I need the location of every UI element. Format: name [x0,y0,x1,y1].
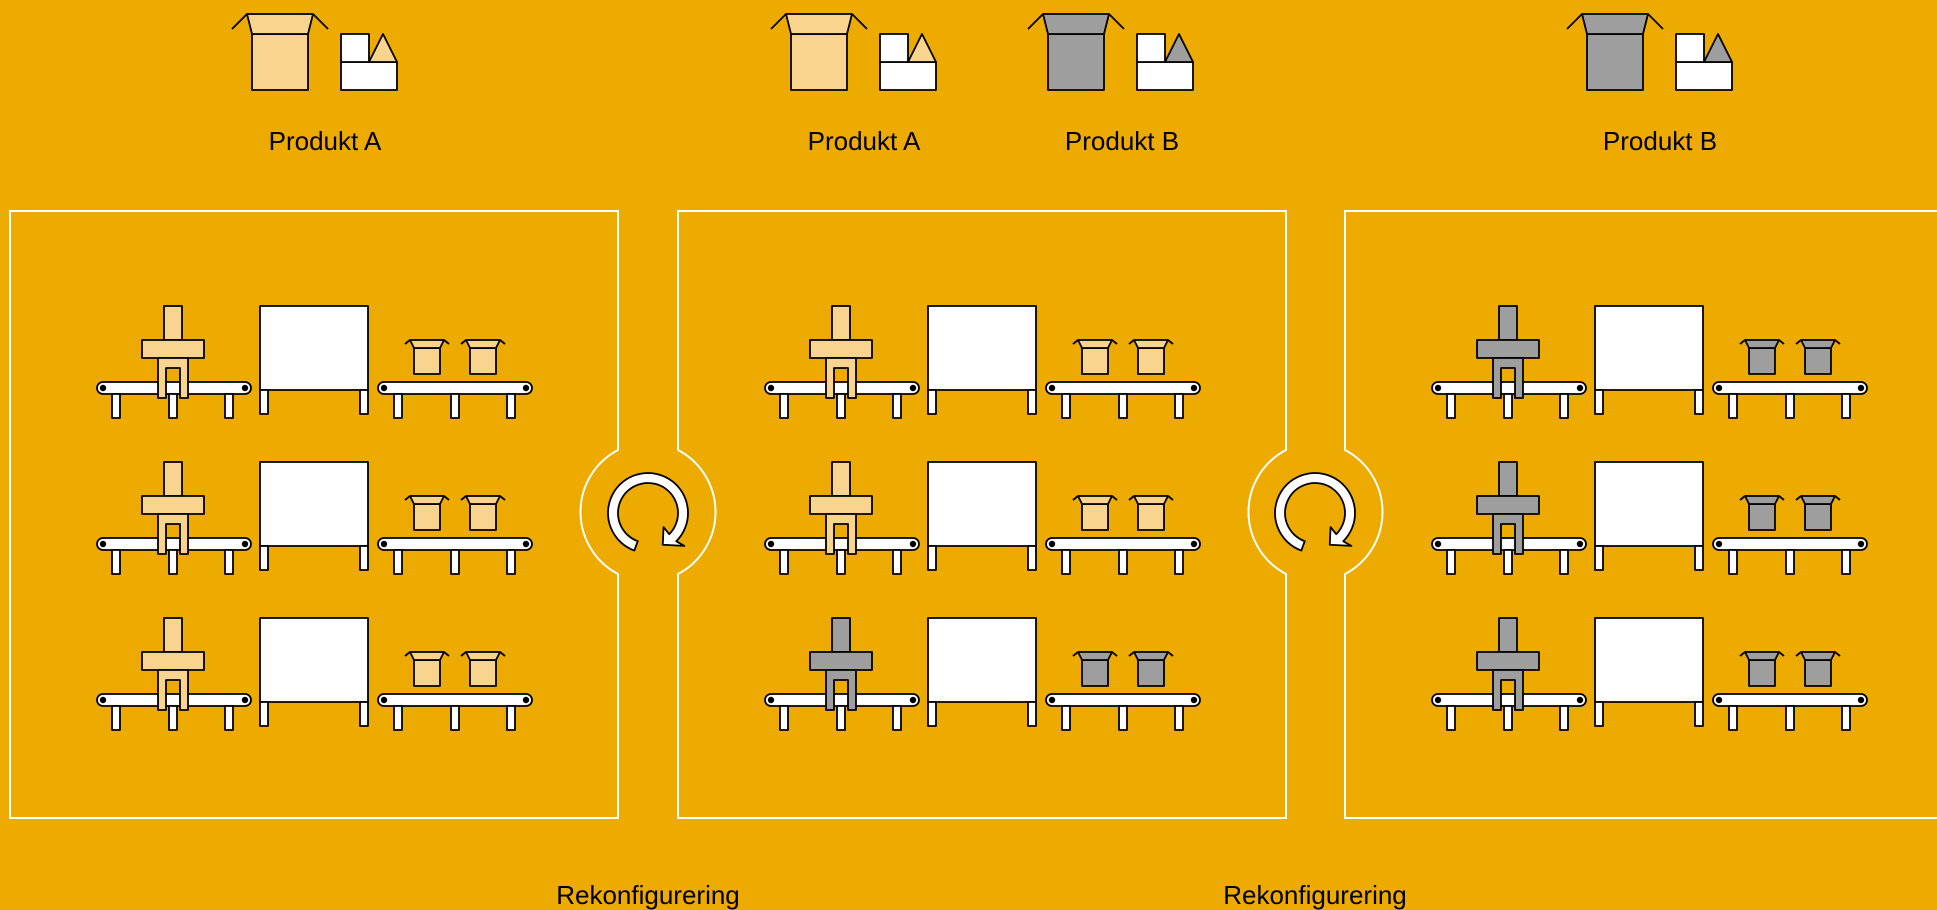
machine-block [259,617,369,727]
small-box-icon [1072,495,1118,531]
machine-block [259,461,369,571]
production-line-4 [764,305,1201,419]
gripper-tool [809,617,873,711]
station-panel-1 [9,210,619,819]
gripper-tool [141,461,205,555]
gripper-tool [1476,617,1540,711]
small-box-icon [1795,339,1841,375]
conveyor-belt [1045,537,1201,575]
machine-block [1594,305,1704,415]
small-box-icon [404,495,450,531]
small-box-icon [1128,339,1174,375]
shapes-icon [879,33,937,91]
production-line-9 [1431,617,1868,731]
product-label-left: Produkt A [268,126,382,156]
small-box-icon [460,339,506,375]
product-B-icon [1566,13,1664,91]
production-line-3 [96,617,533,731]
small-box-icon [1072,339,1118,375]
conveyor-belt [1431,537,1587,575]
shapes-icon [1675,33,1733,91]
product-label-middle-a: Produkt A [807,126,921,156]
conveyor-belt [1712,693,1868,731]
small-box-icon [1072,651,1118,687]
production-line-6 [764,617,1201,731]
gripper-tool [141,305,205,399]
shapes-icon [1136,33,1194,91]
production-line-2 [96,461,533,575]
conveyor-belt [1712,537,1868,575]
small-box-icon [1739,495,1785,531]
conveyor-belt [96,537,252,575]
small-box-icon [1739,651,1785,687]
product-A-icon [770,13,868,91]
product-label-right: Produkt B [1602,126,1718,156]
conveyor-belt [1045,693,1201,731]
conveyor-belt [1431,693,1587,731]
conveyor-belt [377,381,533,419]
production-line-8 [1431,461,1868,575]
production-line-1 [96,305,533,419]
small-box-icon [1128,651,1174,687]
conveyor-belt [377,537,533,575]
open-box-icon [1027,13,1125,91]
gripper-tool [141,617,205,711]
gripper-tool [809,461,873,555]
small-box-icon [460,651,506,687]
small-box-icon [1739,339,1785,375]
product-A-icon [231,13,329,91]
reconfiguration-label-1: Rekonfigurering [556,880,740,910]
machine-block [927,305,1037,415]
conveyor-belt [1431,381,1587,419]
station-panel-3 [1344,210,1937,819]
gripper-tool [1476,461,1540,555]
gripper-tool [1476,305,1540,399]
machine-block [927,617,1037,727]
machine-block [259,305,369,415]
conveyor-belt [377,693,533,731]
small-box-icon [1795,651,1841,687]
circular-arrow-icon [607,472,689,552]
conveyor-belt [764,693,920,731]
machine-block [1594,461,1704,571]
product-label-middle-b: Produkt B [1064,126,1180,156]
conveyor-belt [1045,381,1201,419]
small-box-icon [1795,495,1841,531]
open-box-icon [770,13,868,91]
station-panel-2 [677,210,1287,819]
conveyor-belt [764,381,920,419]
gripper-tool [809,305,873,399]
conveyor-belt [96,381,252,419]
small-box-icon [1128,495,1174,531]
reconfiguration-label-2: Rekonfigurering [1223,880,1407,910]
small-box-icon [404,651,450,687]
product-B-icon [1027,13,1125,91]
small-box-icon [460,495,506,531]
machine-block [1594,617,1704,727]
machine-block [927,461,1037,571]
open-box-icon [231,13,329,91]
conveyor-belt [1712,381,1868,419]
shapes-icon [340,33,398,91]
conveyor-belt [96,693,252,731]
conveyor-belt [764,537,920,575]
production-line-7 [1431,305,1868,419]
small-box-icon [404,339,450,375]
production-line-5 [764,461,1201,575]
circular-arrow-icon [1274,472,1356,552]
open-box-icon [1566,13,1664,91]
